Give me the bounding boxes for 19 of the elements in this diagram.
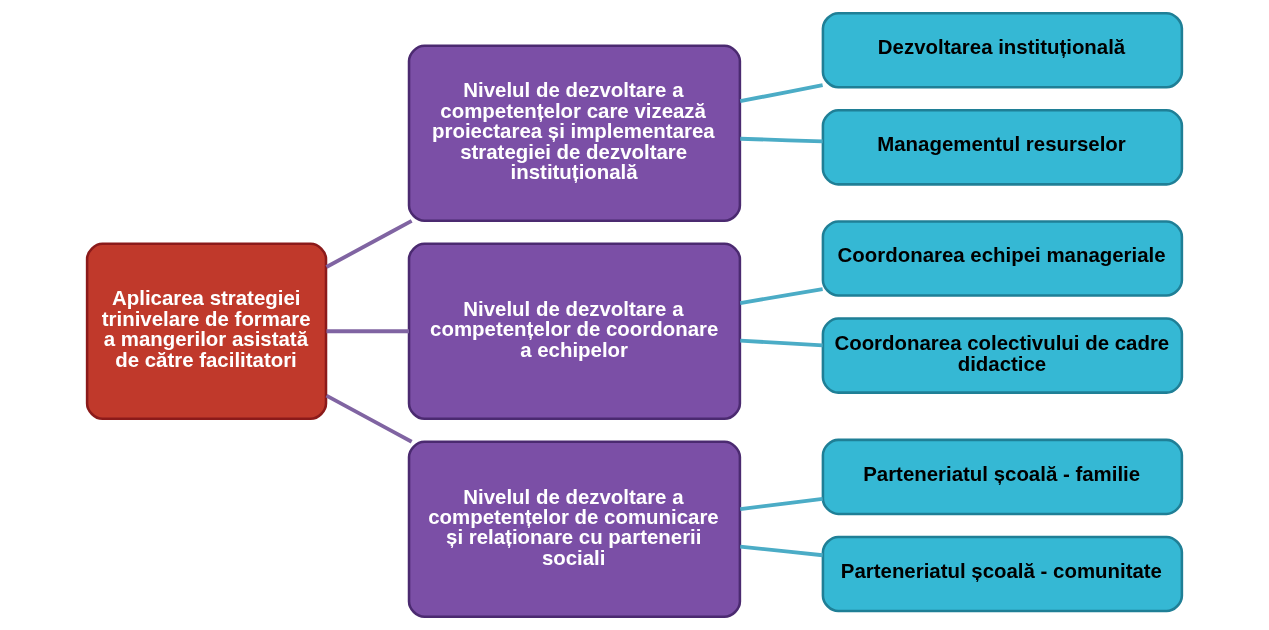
- node-box: Nivelul de dezvoltare a competențelor de coordonare a echipelor: [407, 242, 742, 421]
- node-box: Aplicarea strategiei trinivelare de formare a mangerilor asistată de către facilitatori: [85, 242, 328, 421]
- connector: [326, 329, 409, 334]
- connector: [740, 544, 823, 558]
- connector: [325, 219, 413, 269]
- connector: [740, 136, 823, 144]
- connector: [739, 83, 823, 104]
- connector: [325, 393, 413, 444]
- node-box: Nivelul de dezvoltare a competențelor care vizează proiectarea și implementarea strategiei de dezvoltare instituțională: [407, 44, 742, 223]
- connector: [739, 497, 823, 511]
- node-box: Parteneriatul școală - comunitate: [821, 535, 1184, 613]
- node-box: Parteneriatul școală - familie: [821, 438, 1184, 516]
- connector: [740, 338, 823, 348]
- connector: [739, 287, 823, 305]
- node-box: Managementul resurselor: [821, 109, 1184, 186]
- node-box: Coordonarea colectivului de cadre didactice: [821, 317, 1184, 394]
- node-box: Dezvoltarea instituțională: [821, 11, 1184, 89]
- node-box: Nivelul de dezvoltare a competențelor de comunicare și relaționare cu partenerii sociali: [407, 440, 742, 619]
- node-box: Coordonarea echipei manageriale: [821, 220, 1184, 297]
